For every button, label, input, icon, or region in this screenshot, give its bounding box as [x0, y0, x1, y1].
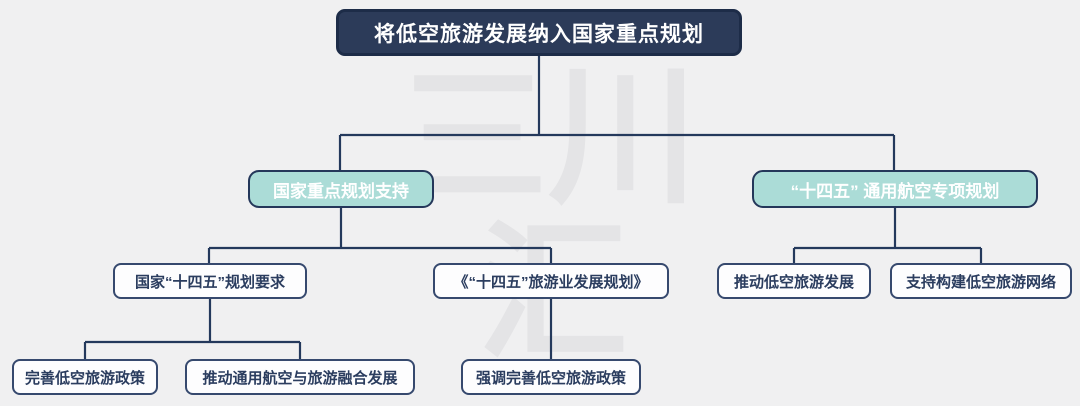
node-14th-fiveyear-tourism-development-plan[interactable]: 《“十四五”旅游业发展规划》	[433, 263, 669, 299]
node-promote-low-altitude-tourism[interactable]: 推动低空旅游发展	[717, 263, 871, 299]
node-improve-low-altitude-tourism-policy[interactable]: 完善低空旅游政策	[12, 359, 158, 395]
node-support-low-altitude-tourism-network[interactable]: 支持构建低空旅游网络	[890, 263, 1072, 299]
node-14th-fiveyear-general-aviation-plan[interactable]: “十四五” 通用航空专项规划	[752, 170, 1038, 208]
node-emphasize-improving-low-altitude-tourism-policy[interactable]: 强调完善低空旅游政策	[461, 359, 641, 395]
connector-level2left-to-level3	[207, 208, 553, 263]
node-promote-general-aviation-tourism-integration[interactable]: 推动通用航空与旅游融合发展	[185, 359, 415, 395]
connector-level3a-to-level4	[83, 299, 302, 359]
connector-root-to-level2	[338, 56, 896, 170]
node-national-key-planning-support[interactable]: 国家重点规划支持	[248, 170, 434, 208]
node-national-14th-fiveyear-plan-requirements[interactable]: 国家“十四五”规划要求	[113, 263, 307, 299]
connector-level2right-to-level3	[792, 208, 983, 263]
watermark-text-line1: 三川	[398, 53, 699, 221]
node-root[interactable]: 将低空旅游发展纳入国家重点规划	[336, 9, 742, 56]
